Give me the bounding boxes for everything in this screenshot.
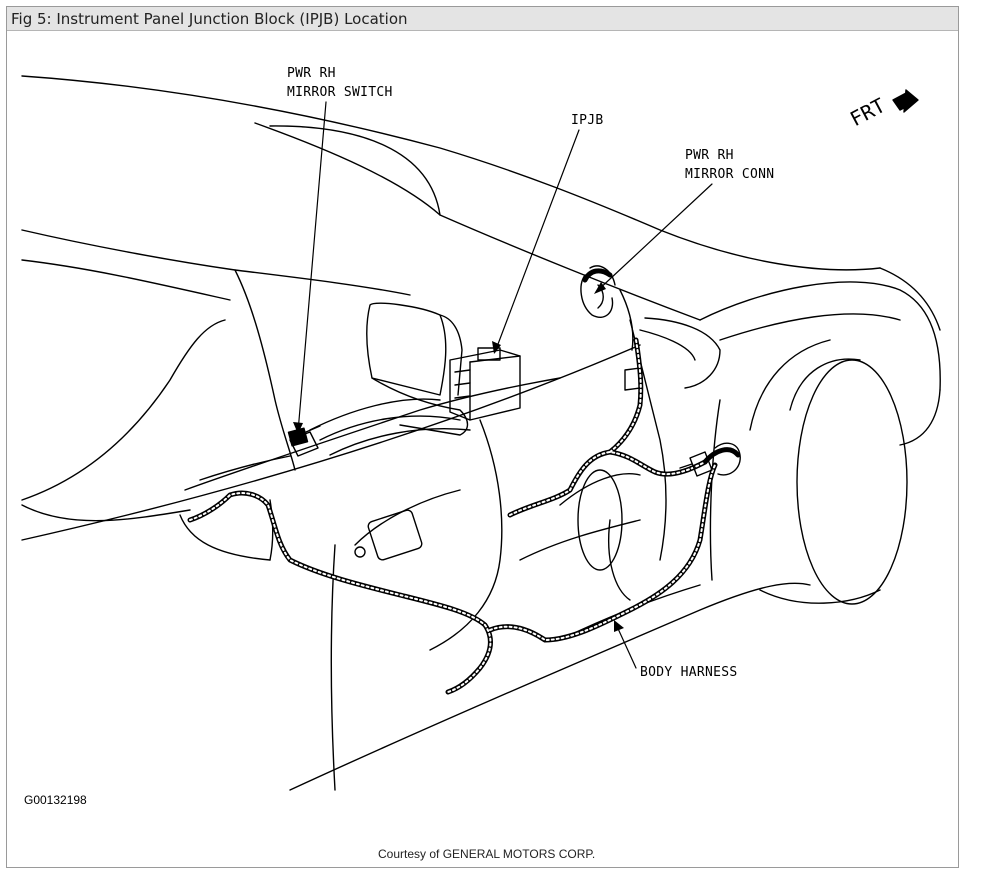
leader-mirror-switch	[297, 101, 327, 433]
label-ipjb: IPJB	[571, 113, 604, 128]
body-harness-inner	[189, 339, 716, 693]
figure-title: Fig 5: Instrument Panel Junction Block (…	[11, 10, 408, 28]
pwr-rh-mirror-connector	[580, 265, 634, 351]
label-line: PWR RH	[287, 66, 336, 81]
pwr-rh-mirror-switch	[287, 425, 321, 447]
label-body-harness: BODY HARNESS	[640, 665, 738, 680]
label-pwr-rh-mirror-conn: PWR RH MIRROR CONN	[685, 146, 774, 184]
front-arrow-icon	[892, 89, 919, 113]
figure-credit: Courtesy of GENERAL MOTORS CORP.	[378, 847, 596, 861]
leader-arrowheads	[293, 282, 624, 632]
label-line: MIRROR SWITCH	[287, 85, 393, 100]
figure-title-bar: Fig 5: Instrument Panel Junction Block (…	[7, 7, 958, 31]
leader-mirror-conn	[595, 183, 713, 293]
label-line: PWR RH	[685, 148, 734, 163]
leader-lines	[297, 101, 713, 669]
figure-id: G00132198	[24, 793, 87, 807]
door-harness-connectors	[679, 442, 741, 477]
label-pwr-rh-mirror-switch: PWR RH MIRROR SWITCH	[287, 64, 393, 102]
label-line: MIRROR CONN	[685, 167, 775, 182]
leader-ipjb	[494, 129, 580, 353]
ipjb-box	[449, 347, 521, 421]
car-body-outline	[21, 75, 941, 791]
